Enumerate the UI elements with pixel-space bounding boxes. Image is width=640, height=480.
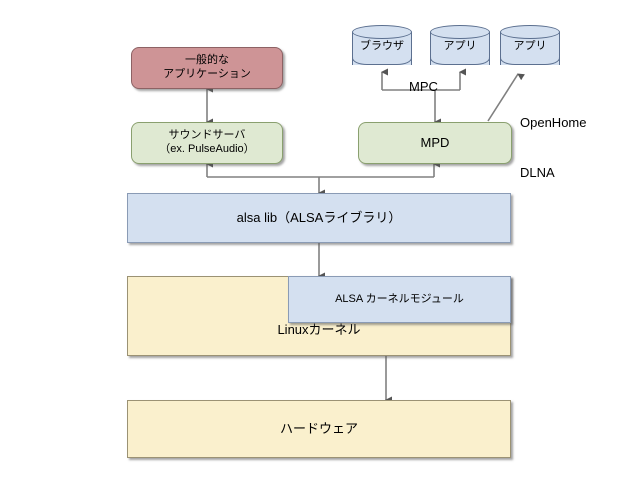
node-hardware-label: ハードウェア	[279, 420, 358, 436]
edge-label-mpc: MPC	[409, 79, 438, 94]
node-cylinder-app-1-label: アプリ	[443, 40, 477, 52]
node-general-application-line1: 一般的な	[185, 54, 229, 67]
node-linux-kernel-label: Linuxカーネル	[277, 321, 361, 337]
edge-label-openhome-dlna: OpenHome DLNA	[520, 82, 586, 215]
edge-app2-to-mpd-mpc	[434, 68, 466, 126]
node-sound-server[interactable]: サウンドサーバ （ex. PulseAudio）	[131, 122, 283, 164]
node-alsa-kernel-module[interactable]: ALSA カーネルモジュール	[288, 276, 511, 323]
node-general-application-line2: アプリケーション	[163, 68, 251, 80]
edge-soundserver-to-alsalib	[206, 160, 319, 178]
node-sound-server-line2: （ex. PulseAudio）	[159, 143, 255, 155]
edge-mpd-to-alsalib	[318, 160, 440, 197]
node-hardware[interactable]: ハードウェア	[127, 400, 511, 458]
node-cylinder-browser[interactable]: ブラウザ	[352, 25, 412, 72]
node-cylinder-app-2-label: アプリ	[513, 40, 547, 52]
node-mpd[interactable]: MPD	[358, 122, 512, 164]
node-sound-server-line1: サウンドサーバ	[168, 129, 246, 142]
node-alsa-lib-label: alsa lib（ALSAライブラリ）	[236, 209, 402, 225]
cylinder-top-ellipse	[352, 25, 412, 39]
node-general-application[interactable]: 一般的な アプリケーション	[131, 47, 283, 89]
node-cylinder-app-2[interactable]: アプリ	[500, 25, 560, 72]
edge-label-openhome-line1: OpenHome	[520, 115, 587, 131]
cylinder-top-ellipse	[430, 25, 490, 39]
cylinder-top-ellipse	[500, 25, 560, 39]
edge-label-openhome-line2: DLNA	[520, 165, 555, 181]
node-cylinder-browser-label: ブラウザ	[360, 40, 404, 52]
node-alsa-lib[interactable]: alsa lib（ALSAライブラリ）	[127, 193, 511, 243]
node-cylinder-app-1[interactable]: アプリ	[430, 25, 490, 72]
edge-app3-to-mpd-openhome	[487, 73, 525, 122]
node-mpd-label: MPD	[420, 134, 450, 150]
node-alsa-kernel-module-label: ALSA カーネルモジュール	[335, 292, 464, 305]
